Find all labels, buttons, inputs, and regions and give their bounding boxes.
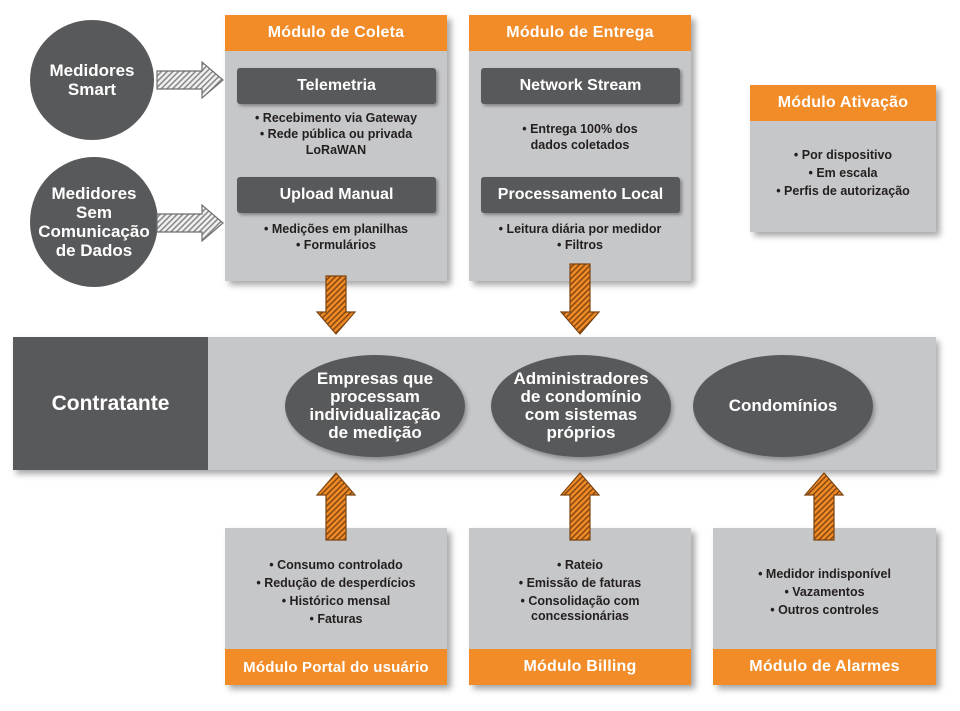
bullet: • Vazamentos [784, 585, 865, 599]
arrow-up-icon [559, 472, 601, 541]
network-stream-box: Network Stream [481, 68, 680, 104]
bullet: • Perfis de autorização [776, 184, 910, 198]
condominios-oval: Condomínios [693, 355, 873, 457]
bullet: • Formulários [295, 238, 377, 252]
modulo-entrega-panel [469, 15, 691, 281]
medidores-sem-comunicacao-circle: Medidores Sem Comunicação de Dados [30, 157, 158, 287]
bullet: • Leitura diária por medidor [498, 222, 662, 236]
upload-manual-list: • Medições em planilhas • Formulários [225, 221, 447, 253]
bullet: • Medições em planilhas [263, 222, 408, 236]
medidores-smart-circle: Medidores Smart [30, 20, 154, 140]
arrow-right-icon [156, 60, 224, 100]
bullet: • Medidor indisponível [758, 567, 891, 581]
arrow-down-icon [315, 275, 357, 335]
bullet: • Recebimento via Gateway [254, 111, 418, 125]
arrow-up-icon [315, 472, 357, 541]
bullet: • Consolidação com [520, 594, 640, 608]
modulo-portal-header: Módulo Portal do usuário [225, 649, 447, 685]
modulo-ativacao-list: • Por dispositivo • Em escala • Perfis d… [750, 146, 936, 200]
bullet: dados coletados [530, 138, 630, 152]
modulo-alarmes-header: Módulo de Alarmes [713, 649, 936, 685]
upload-manual-box: Upload Manual [237, 177, 436, 213]
administradores-oval: Administradores de condomínio com sistem… [491, 355, 671, 457]
contratante-label-box: Contratante [13, 337, 208, 470]
bullet: • Faturas [309, 612, 363, 626]
empresas-oval: Empresas que processam individualização … [285, 355, 465, 457]
processamento-local-box: Processamento Local [481, 177, 680, 213]
bullet: • Emissão de faturas [518, 576, 642, 590]
bullet: • Filtros [556, 238, 604, 252]
bullet: concessionárias [531, 609, 629, 623]
arrow-right-icon [156, 203, 224, 243]
bullet: • Em escala [808, 166, 878, 180]
arrow-up-icon [803, 472, 845, 541]
telemetria-list: • Recebimento via Gateway • Rede pública… [225, 110, 447, 158]
bullet: • Histórico mensal [281, 594, 391, 608]
bullet: • Outros controles [770, 603, 879, 617]
bullet: • Redução de desperdícios [256, 576, 416, 590]
modulo-alarmes-list: • Medidor indisponível • Vazamentos • Ou… [713, 565, 936, 619]
modulo-portal-list: • Consumo controlado • Redução de desper… [225, 556, 447, 628]
modulo-entrega-header: Módulo de Entrega [469, 15, 691, 51]
arrow-down-icon [559, 263, 601, 335]
modulo-billing-list: • Rateio • Emissão de faturas • Consolid… [469, 556, 691, 623]
bullet: • Por dispositivo [793, 148, 893, 162]
bullet: LoRaWAN [305, 143, 367, 157]
bullet: • Rateio [556, 558, 604, 572]
modulo-ativacao-header: Módulo Ativação [750, 85, 936, 121]
telemetria-box: Telemetria [237, 68, 436, 104]
modulo-coleta-panel [225, 15, 447, 281]
bullet: • Consumo controlado [269, 558, 403, 572]
network-stream-list: • Entrega 100% dos dados coletados [469, 121, 691, 153]
processamento-local-list: • Leitura diária por medidor • Filtros [469, 221, 691, 253]
modulo-billing-header: Módulo Billing [469, 649, 691, 685]
bullet: • Rede pública ou privada [259, 127, 413, 141]
bullet: • Entrega 100% dos [522, 122, 638, 136]
modulo-coleta-header: Módulo de Coleta [225, 15, 447, 51]
